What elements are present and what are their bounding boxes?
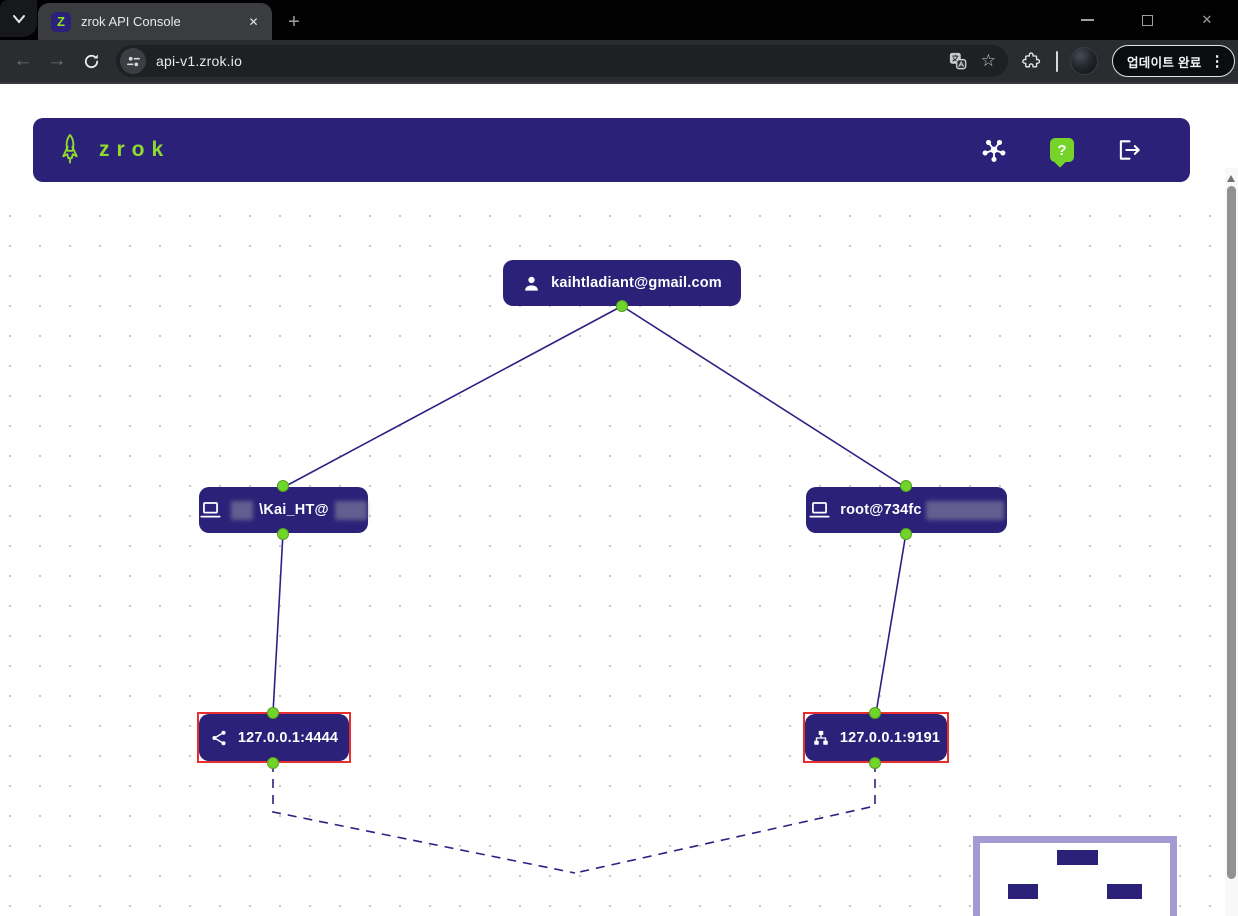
url-bar[interactable]: api-v1.zrok.io ☆: [116, 45, 1008, 77]
tab-title: zrok API Console: [81, 14, 181, 29]
handle-envright-bottom[interactable]: [900, 528, 912, 540]
puzzle-icon: [1022, 52, 1041, 68]
minimize-icon: [1080, 19, 1094, 21]
tune-icon: [126, 56, 140, 66]
maximize-icon: [1141, 14, 1153, 26]
account-label: kaihtladiant@gmail.com: [551, 275, 722, 291]
chevron-down-icon: [12, 14, 25, 24]
new-tab-button[interactable]: +: [288, 10, 300, 33]
node-environment-left[interactable]: \Kai_HT@: [199, 487, 368, 533]
laptop-icon: [200, 502, 221, 518]
edge-envright-access: [875, 532, 907, 714]
tab-search-button[interactable]: [0, 0, 37, 37]
update-label: 업데이트 완료: [1127, 55, 1202, 70]
edge-access-dashed: [574, 763, 876, 874]
page-content: zrok ?: [0, 84, 1238, 916]
handle-envleft-top[interactable]: [277, 480, 289, 492]
redacted-block: [925, 500, 1004, 520]
help-button[interactable]: ?: [1050, 138, 1074, 168]
logout-icon[interactable]: [1116, 137, 1142, 163]
maximize-button[interactable]: [1134, 7, 1160, 33]
access-label: 127.0.0.1:9191: [839, 729, 941, 746]
translate-icon[interactable]: [949, 52, 967, 70]
handle-envleft-bottom[interactable]: [277, 528, 289, 540]
node-account[interactable]: kaihtladiant@gmail.com: [503, 260, 741, 306]
handle-access-top[interactable]: [869, 707, 881, 719]
reload-icon: [84, 53, 98, 68]
node-access-selection: 127.0.0.1:9191: [803, 712, 949, 763]
handle-share-top[interactable]: [267, 707, 279, 719]
minimap-node: [1008, 884, 1038, 899]
browser-menu-icon[interactable]: ⋮: [1209, 53, 1225, 70]
scrollbar-thumb[interactable]: [1227, 186, 1236, 879]
handle-access-bottom[interactable]: [869, 757, 881, 769]
node-access[interactable]: 127.0.0.1:9191: [805, 714, 947, 761]
profile-avatar[interactable]: [1070, 47, 1098, 75]
page-scrollbar[interactable]: [1225, 168, 1238, 916]
flow-minimap[interactable]: [973, 836, 1177, 916]
extensions-button[interactable]: [1022, 51, 1042, 71]
handle-envright-top[interactable]: [900, 480, 912, 492]
minimap-node: [1107, 884, 1142, 899]
hub-icon[interactable]: [980, 136, 1008, 164]
graph-edges: [272, 305, 907, 874]
redacted-block: [334, 500, 367, 520]
person-icon: [525, 276, 538, 291]
lan-icon: [814, 730, 828, 745]
edge-account-envleft: [283, 305, 623, 488]
share-label: 127.0.0.1:4444: [237, 729, 339, 746]
browser-titlebar: Z zrok API Console ✕ + ✕: [0, 0, 1238, 40]
node-share-selection: 127.0.0.1:4444: [197, 712, 351, 763]
redacted-block: [231, 500, 254, 520]
handle-share-bottom[interactable]: [267, 757, 279, 769]
window-controls: ✕: [1062, 0, 1232, 40]
zrok-header-bar: zrok ?: [33, 118, 1190, 182]
node-environment-right[interactable]: root@734fc: [806, 487, 1007, 533]
minimap-node: [1057, 850, 1098, 865]
zrok-brand: zrok: [99, 138, 171, 161]
edge-share-dashed: [272, 763, 576, 874]
node-share[interactable]: 127.0.0.1:4444: [199, 714, 349, 761]
browser-tab[interactable]: Z zrok API Console ✕: [38, 3, 272, 40]
back-button[interactable]: ←: [13, 50, 33, 71]
minimize-button[interactable]: [1074, 7, 1100, 33]
environment-right-label: root@734fc: [840, 502, 922, 518]
reload-button[interactable]: [74, 52, 108, 71]
handle-account-bottom[interactable]: [616, 300, 628, 312]
environment-left-label: \Kai_HT@: [259, 502, 329, 518]
toolbar-divider: [1056, 50, 1058, 72]
edge-account-envright: [621, 305, 906, 488]
bookmark-star-icon[interactable]: ☆: [980, 51, 996, 70]
share-icon: [212, 730, 226, 745]
zrok-favicon: Z: [51, 11, 71, 32]
chrome-update-button[interactable]: 업데이트 완료 ⋮: [1112, 45, 1235, 77]
url-text[interactable]: api-v1.zrok.io: [156, 53, 243, 69]
browser-toolbar: ← → api-v1.zrok.io: [0, 40, 1238, 84]
scroll-up-arrow[interactable]: [1227, 175, 1235, 182]
edge-envleft-share: [272, 532, 284, 714]
forward-button[interactable]: →: [47, 50, 67, 71]
site-settings-button[interactable]: [120, 48, 146, 74]
close-button[interactable]: ✕: [1201, 12, 1213, 27]
tab-close-button[interactable]: ✕: [248, 14, 259, 29]
laptop-icon: [809, 502, 830, 518]
zrok-rocket-logo: [62, 134, 78, 164]
help-question-icon: ?: [1057, 141, 1067, 159]
